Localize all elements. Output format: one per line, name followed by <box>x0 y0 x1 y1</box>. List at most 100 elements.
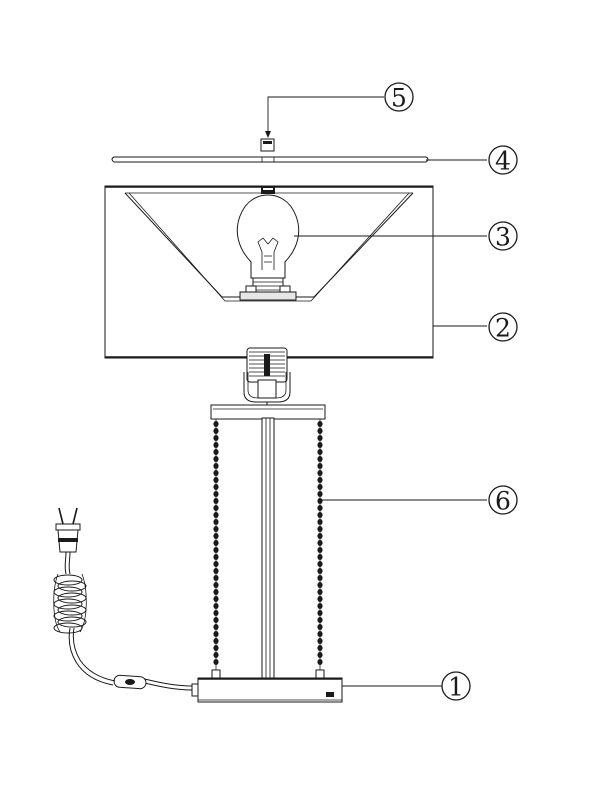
chain-bead <box>317 477 323 483</box>
lampshade <box>104 185 434 359</box>
coil-loop <box>53 586 83 598</box>
callout-6: 6 <box>488 485 518 516</box>
coil-outline <box>53 573 87 633</box>
chain-bead <box>317 624 323 630</box>
coil-loop <box>57 604 87 616</box>
coil-loop <box>57 592 87 604</box>
chain-bead <box>317 505 323 511</box>
chain-bead <box>317 526 323 532</box>
chain-bead <box>317 463 323 469</box>
callout-1: 1 <box>441 671 471 702</box>
chain-bead <box>317 533 323 539</box>
chain-bead <box>213 582 219 588</box>
chain-bead <box>213 449 219 455</box>
chain-bead <box>317 484 323 490</box>
chain-bead <box>213 561 219 567</box>
chain-bead <box>317 568 323 574</box>
chain-bead <box>213 624 219 630</box>
chain-bead <box>317 456 323 462</box>
chain-bead <box>317 540 323 546</box>
chain-bead <box>317 491 323 497</box>
chain-bead <box>213 533 219 539</box>
chain-end-cap <box>211 669 221 679</box>
chain-bead <box>213 596 219 602</box>
top-ring-rod <box>111 156 429 163</box>
chain-bead <box>213 526 219 532</box>
chain-bead <box>213 575 219 581</box>
chain-bead <box>213 554 219 560</box>
chain-bead <box>213 547 219 553</box>
chain-bead <box>317 512 323 518</box>
coil-loop <box>57 616 87 628</box>
chain-bead <box>213 498 219 504</box>
chain-bead <box>213 512 219 518</box>
chain-bead <box>213 428 219 434</box>
chain-bead <box>317 498 323 504</box>
chain-bead <box>213 652 219 658</box>
chain-bead <box>317 547 323 553</box>
cord-coil <box>53 573 87 634</box>
base <box>191 677 343 703</box>
chain-bead <box>213 477 219 483</box>
chain-bead <box>213 589 219 595</box>
chain-bead <box>317 561 323 567</box>
callout-6-label: 6 <box>495 487 511 516</box>
coil-loop <box>57 580 87 592</box>
callout-5: 5 <box>384 82 414 113</box>
power-cord <box>53 507 193 691</box>
chain-bead <box>317 652 323 658</box>
chain-bead <box>213 645 219 651</box>
chain-bead <box>213 435 219 441</box>
column <box>210 404 326 681</box>
chain-bead <box>213 442 219 448</box>
chain-bead <box>317 519 323 525</box>
coil-loop <box>53 574 83 586</box>
callout-4-label: 4 <box>495 147 511 176</box>
coil-loop <box>53 598 83 610</box>
chain-bead <box>317 435 323 441</box>
chain-bead <box>317 554 323 560</box>
chain-bead <box>213 603 219 609</box>
chain-bead <box>317 428 323 434</box>
chain-bead <box>317 659 323 665</box>
callout-5-label: 5 <box>391 84 407 113</box>
chain-bead <box>317 645 323 651</box>
chain-bead <box>317 631 323 637</box>
chain-bead <box>213 456 219 462</box>
finial <box>260 138 275 152</box>
chain-bead <box>317 449 323 455</box>
chain-bead <box>317 470 323 476</box>
callout-3-label: 3 <box>495 223 511 252</box>
leader-lines <box>265 96 487 687</box>
chain-bead <box>213 484 219 490</box>
chain-bead <box>213 505 219 511</box>
callout-3: 3 <box>488 221 518 252</box>
chain-bead <box>213 638 219 644</box>
chain-bead <box>317 442 323 448</box>
callout-1-label: 1 <box>448 673 464 702</box>
bulb <box>236 194 300 301</box>
chain-bead <box>213 568 219 574</box>
chain-bead <box>213 421 219 427</box>
callout-2: 2 <box>488 312 518 343</box>
chain-bead <box>213 617 219 623</box>
lamp-socket <box>243 347 291 418</box>
chain-bead <box>317 603 323 609</box>
chain-bead <box>317 421 323 427</box>
chain-bead <box>317 575 323 581</box>
chain-bead <box>213 659 219 665</box>
chain-bead <box>213 470 219 476</box>
callout-2-label: 2 <box>495 314 511 343</box>
bead-chains <box>211 419 325 679</box>
chain-bead <box>213 631 219 637</box>
chain-bead <box>213 540 219 546</box>
chain-bead <box>317 638 323 644</box>
chain-bead <box>213 491 219 497</box>
chain-bead <box>213 463 219 469</box>
coil-loop <box>53 610 83 622</box>
chain-end-cap <box>315 669 325 679</box>
chain-bead <box>213 610 219 616</box>
chain-bead <box>317 617 323 623</box>
chain-bead <box>317 582 323 588</box>
